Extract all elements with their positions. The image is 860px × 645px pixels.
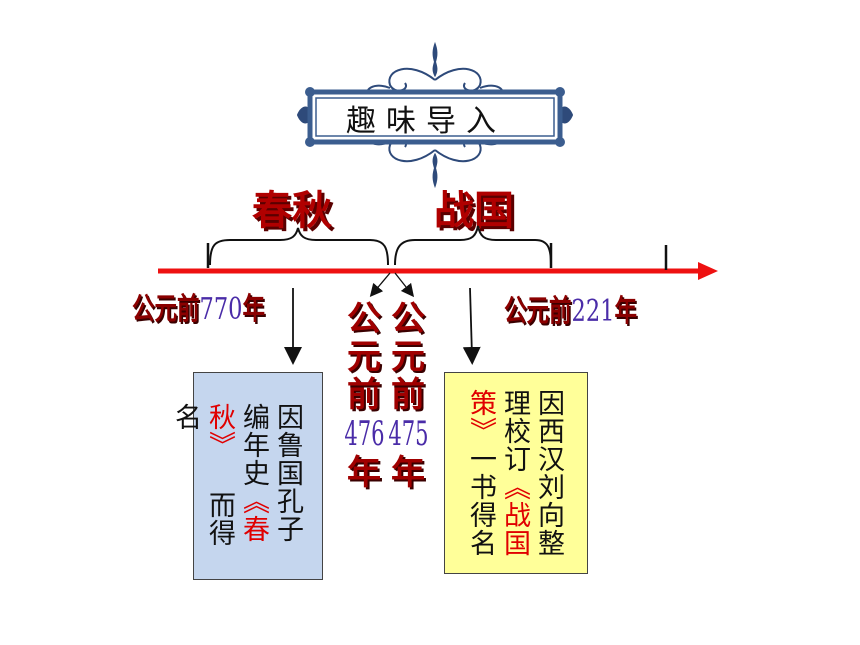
era-label-warring-states: 战国	[434, 188, 514, 234]
arrow-to-right-note	[462, 287, 481, 365]
timeline-arrowhead	[698, 262, 718, 280]
arrow-476	[369, 272, 391, 297]
brace-warring-states	[394, 225, 552, 266]
brace-spring-autumn	[209, 227, 389, 266]
date-476-label: 公 元 前 476 年	[343, 299, 385, 493]
note-text-warring-states: 因西汉刘向整 理校订《战国 策》一书得名	[465, 389, 564, 557]
note-box-spring-autumn: 因鲁国孔子 编年史《春秋》 而得名	[170, 372, 323, 580]
era-label-spring-autumn: 春秋	[252, 188, 332, 234]
date-start-label: 公元前770年	[132, 292, 265, 327]
date-475-label: 公 元 前 475 年	[387, 299, 429, 493]
note-box-warring-states: 因西汉刘向整 理校订《战国 策》一书得名	[444, 372, 588, 574]
note-text-spring-autumn: 因鲁国孔子 编年史《春秋》 而得名	[170, 403, 303, 547]
date-end-label: 公元前221年	[504, 294, 637, 329]
arrow-475	[394, 272, 415, 298]
page-title: 趣味导入	[346, 104, 506, 139]
title-frame-ornament	[296, 41, 574, 189]
